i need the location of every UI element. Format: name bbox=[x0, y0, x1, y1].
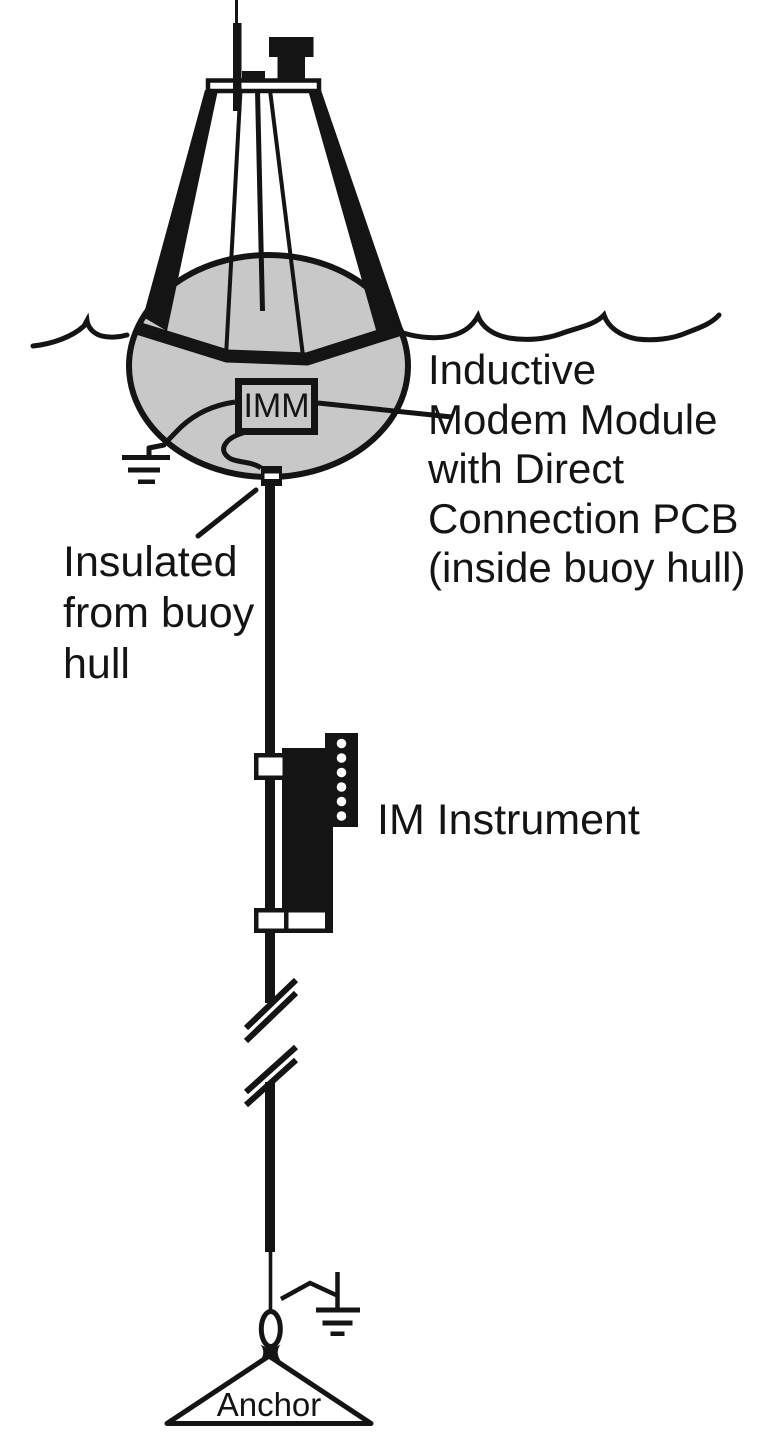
waterline-left bbox=[30, 312, 130, 349]
insulated-callout-leader bbox=[195, 487, 259, 539]
anchor-triangle bbox=[164, 1353, 374, 1426]
tower-mast bbox=[135, 0, 402, 366]
instrument-body bbox=[282, 748, 333, 933]
anchor-label: Anchor bbox=[216, 1386, 322, 1423]
deck-chevron-band bbox=[135, 321, 400, 366]
tower-brace-right bbox=[268, 89, 305, 357]
imm-callout-text: Inductive Modem Module with Direct Conne… bbox=[428, 345, 746, 593]
im-instrument-graphic bbox=[254, 733, 358, 933]
im-instrument-label: IM Instrument bbox=[377, 796, 640, 844]
insulated-callout-line: Insulated bbox=[63, 538, 238, 586]
ground-symbol-bottom-icon bbox=[279, 1272, 360, 1336]
waterline-right bbox=[400, 309, 722, 343]
imm-callout-line: with Direct bbox=[428, 445, 625, 492]
tower-platform-bar bbox=[205, 78, 322, 94]
connector-pins bbox=[336, 738, 347, 821]
imm-box bbox=[235, 378, 318, 435]
shackle-knot bbox=[260, 1344, 281, 1361]
imm-callout-leader bbox=[317, 400, 453, 420]
imm-ground-wire bbox=[146, 399, 236, 456]
imm-box-label: IMM bbox=[243, 387, 310, 425]
insulated-callout-line: from buoy bbox=[63, 589, 255, 637]
mooring-line bbox=[265, 484, 275, 1315]
instrument-clamp-bottom bbox=[254, 908, 333, 933]
ground-symbol-left-icon bbox=[122, 455, 170, 484]
antenna-mast-icon bbox=[233, 0, 265, 111]
imm-callout-line: (inside buoy hull) bbox=[428, 544, 746, 591]
imm-callout-line: Modem Module bbox=[428, 395, 718, 443]
tower-leg-right bbox=[308, 90, 402, 337]
beacon-light-icon bbox=[269, 37, 314, 79]
imm-callout-line: Connection PCB bbox=[428, 494, 739, 542]
tower-brace-left bbox=[224, 89, 243, 357]
insulated-connector bbox=[261, 466, 282, 486]
instrument-clamp-top bbox=[254, 753, 287, 780]
imm-mooring-wire bbox=[221, 430, 263, 471]
center-well-pipe bbox=[255, 89, 265, 312]
insulated-callout-line: hull bbox=[63, 640, 130, 688]
line-break-slashes-icon bbox=[243, 977, 299, 1108]
tower-leg-left bbox=[143, 90, 218, 331]
imm-callout-line: Inductive bbox=[428, 346, 597, 393]
swivel-link-icon bbox=[258, 1309, 283, 1349]
insulated-callout-text: Insulated from buoy hull bbox=[63, 537, 254, 690]
